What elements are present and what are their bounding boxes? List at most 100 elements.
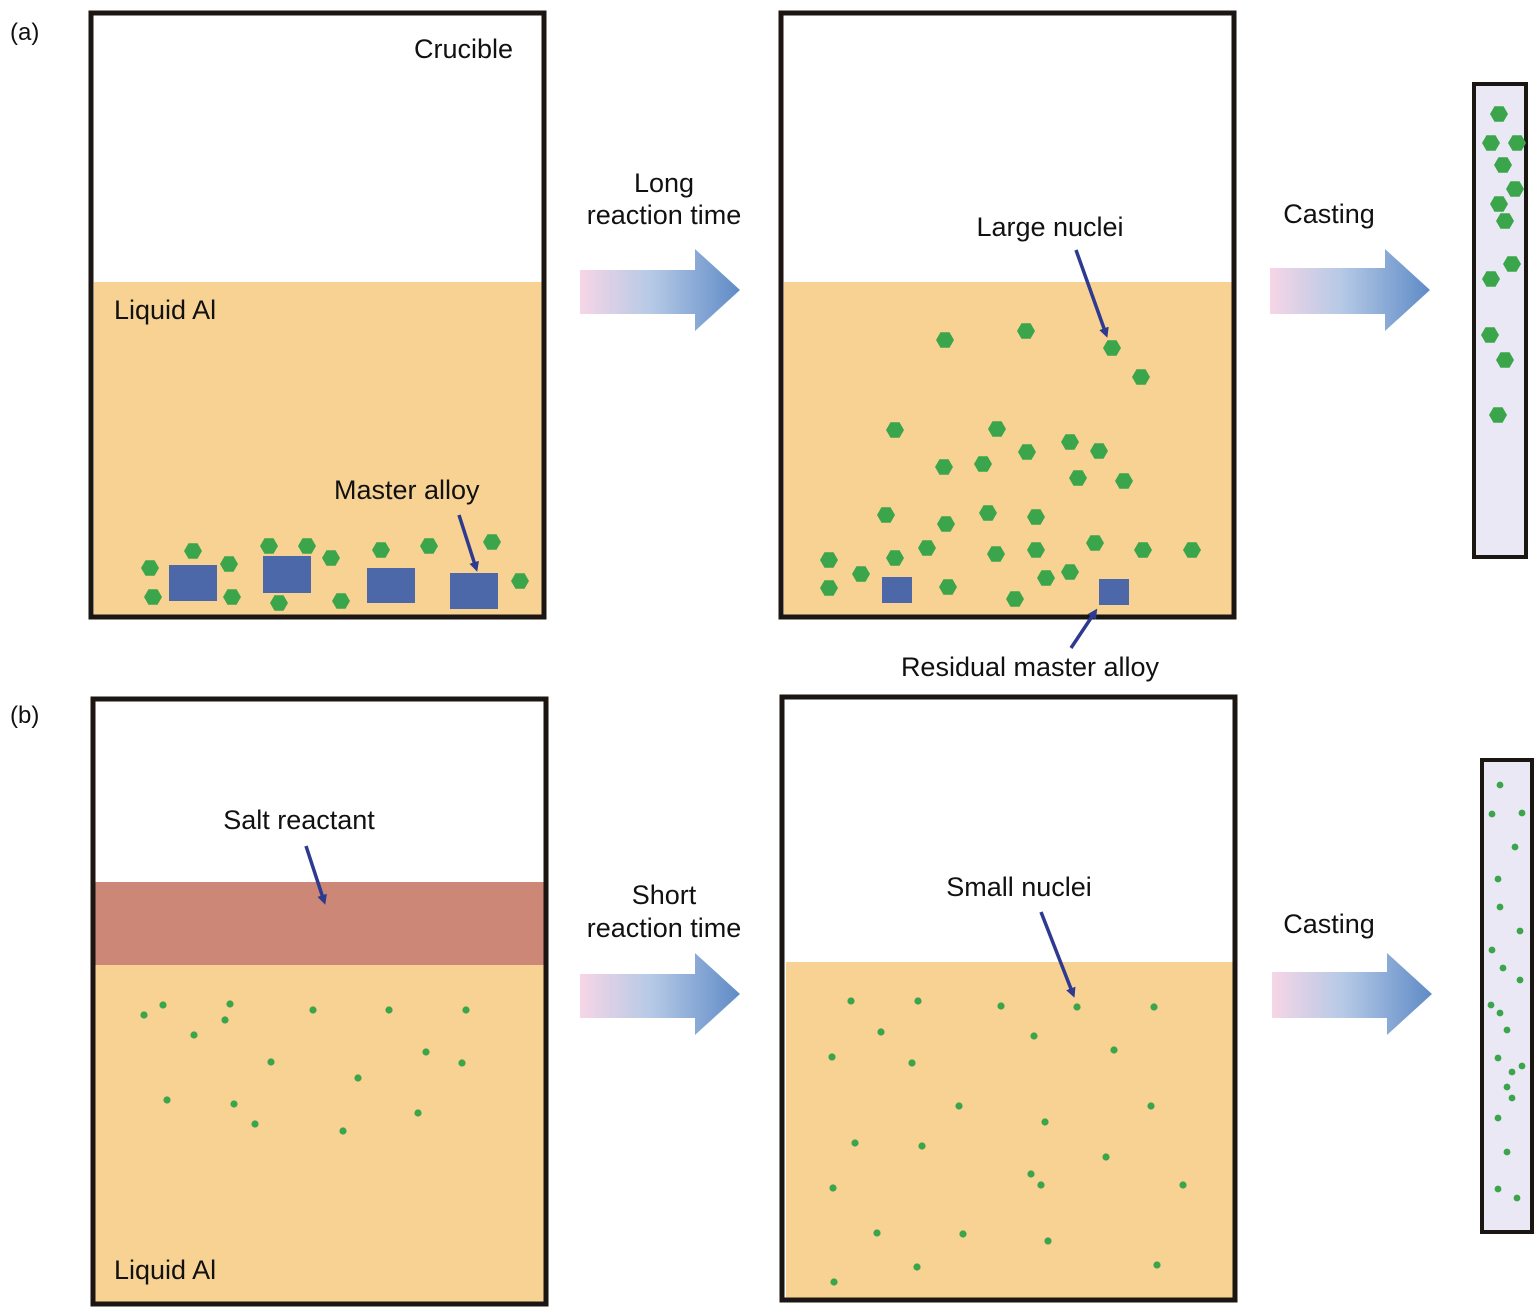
- residual-pointer: [1069, 608, 1098, 649]
- nucleus-dot: [309, 1006, 317, 1014]
- nucleus-hexagon: [988, 421, 1006, 437]
- nucleus-hexagon: [1027, 542, 1045, 558]
- nucleus-hexagon: [936, 332, 954, 348]
- nucleus-hexagon: [1061, 564, 1079, 580]
- nucleus-hexagon: [877, 507, 895, 523]
- nucleus-dot: [221, 1016, 229, 1024]
- panel-label-b: (b): [10, 702, 39, 729]
- crucible-frame-a2: [778, 10, 1237, 620]
- residual-master-alloy-block: [882, 577, 912, 603]
- process-label-b-line2: reaction time: [587, 913, 742, 943]
- nucleus-hexagon: [1490, 106, 1508, 122]
- nucleus-dot: [1513, 1194, 1521, 1202]
- salt-reactant-label: Salt reactant: [223, 805, 375, 835]
- nucleus-hexagon: [1006, 591, 1024, 607]
- nucleus-dot: [1499, 964, 1507, 972]
- nucleus-dot: [1494, 1114, 1502, 1122]
- nucleus-dot: [873, 1229, 881, 1237]
- nucleus-dot: [830, 1278, 838, 1286]
- process-label-a-line1: Long: [634, 168, 694, 198]
- nucleus-hexagon: [1489, 407, 1507, 423]
- nucleus-dot: [230, 1100, 238, 1108]
- nucleus-dot: [1030, 1032, 1038, 1040]
- process-arrow-b: [580, 953, 740, 1035]
- nucleus-dot: [918, 1142, 926, 1150]
- nucleus-dot: [828, 1053, 836, 1061]
- nucleus-dot: [1179, 1181, 1187, 1189]
- nucleus-dot: [414, 1109, 422, 1117]
- nucleus-hexagon: [144, 589, 162, 605]
- nucleus-hexagon: [270, 595, 288, 611]
- nuclei-a1: [141, 534, 529, 611]
- salt-reactant-layer: [94, 882, 545, 965]
- process-label-a-line2: reaction time: [587, 200, 742, 230]
- nucleus-dot: [959, 1230, 967, 1238]
- nucleus-dot: [997, 1002, 1005, 1010]
- nucleus-hexagon: [852, 566, 870, 582]
- nucleus-dot: [914, 997, 922, 1005]
- nucleus-dot: [955, 1102, 963, 1110]
- crucible-b2: Small nuclei: [779, 694, 1238, 1303]
- large-nuclei-pointer: [1074, 249, 1109, 338]
- nucleus-hexagon: [1134, 542, 1152, 558]
- cast-bar-a: [1472, 82, 1528, 559]
- nucleus-dot: [1488, 810, 1496, 818]
- nucleus-hexagon: [322, 550, 340, 566]
- nucleus-dot: [339, 1127, 347, 1135]
- nucleus-dot: [847, 997, 855, 1005]
- nucleus-dot: [1496, 781, 1504, 789]
- nucleus-hexagon: [1183, 542, 1201, 558]
- nucleus-dot: [1518, 1062, 1526, 1070]
- nucleus-dot: [163, 1096, 171, 1104]
- nucleus-dot: [251, 1120, 259, 1128]
- nucleus-dot: [458, 1059, 466, 1067]
- nucleus-dot: [1496, 903, 1504, 911]
- cast-nuclei-b: [1487, 781, 1526, 1202]
- nucleus-dot: [1494, 875, 1502, 883]
- nucleus-hexagon: [1018, 444, 1036, 460]
- cast-bar-b: [1480, 758, 1534, 1234]
- nucleus-hexagon: [511, 573, 529, 589]
- nucleus-dot: [354, 1074, 362, 1082]
- master-alloy-block: [169, 565, 217, 601]
- nucleus-hexagon: [1037, 570, 1055, 586]
- nucleus-dot: [1496, 1009, 1504, 1017]
- nucleus-hexagon: [1090, 443, 1108, 459]
- nucleus-hexagon: [1506, 181, 1524, 197]
- liquid-al-b1: [94, 965, 545, 1302]
- casting-label-b: Casting: [1283, 909, 1375, 939]
- casting-arrow-b: [1272, 953, 1432, 1035]
- nuclei-b1: [140, 1000, 470, 1135]
- panel-label-a: (a): [10, 19, 39, 46]
- master-alloy-pointer: [457, 514, 479, 572]
- large-nuclei: [820, 323, 1201, 607]
- casting-label-a: Casting: [1283, 199, 1375, 229]
- nucleus-dot: [1508, 1068, 1516, 1076]
- nucleus-dot: [462, 1006, 470, 1014]
- cast-bar-frame-b: [1480, 758, 1534, 1234]
- nucleus-dot: [1516, 976, 1524, 984]
- crucible-frame-b2: [779, 694, 1238, 1303]
- nucleus-hexagon: [1061, 434, 1079, 450]
- nucleus-hexagon: [979, 505, 997, 521]
- nucleus-dot: [226, 1000, 234, 1008]
- nucleus-hexagon: [918, 540, 936, 556]
- nucleus-dot: [851, 1139, 859, 1147]
- nucleus-hexagon: [1017, 323, 1035, 339]
- nucleus-dot: [829, 1184, 837, 1192]
- nucleus-dot: [1044, 1237, 1052, 1245]
- nucleus-dot: [267, 1058, 275, 1066]
- master-alloy-label: Master alloy: [334, 475, 480, 505]
- nucleus-hexagon: [483, 534, 501, 550]
- salt-reactant-pointer: [304, 845, 327, 905]
- nucleus-hexagon: [332, 593, 350, 609]
- liquid-al-label-a: Liquid Al: [114, 295, 216, 325]
- crucible-a1: Crucible Liquid Al Master alloy: [88, 10, 547, 620]
- nucleus-hexagon: [372, 542, 390, 558]
- liquid-al-a2: [784, 282, 1232, 615]
- nucleus-hexagon: [974, 456, 992, 472]
- nucleus-hexagon: [939, 579, 957, 595]
- nucleus-dot: [1110, 1046, 1118, 1054]
- nucleus-dot: [1494, 1054, 1502, 1062]
- crucible-frame-b1: [90, 696, 549, 1307]
